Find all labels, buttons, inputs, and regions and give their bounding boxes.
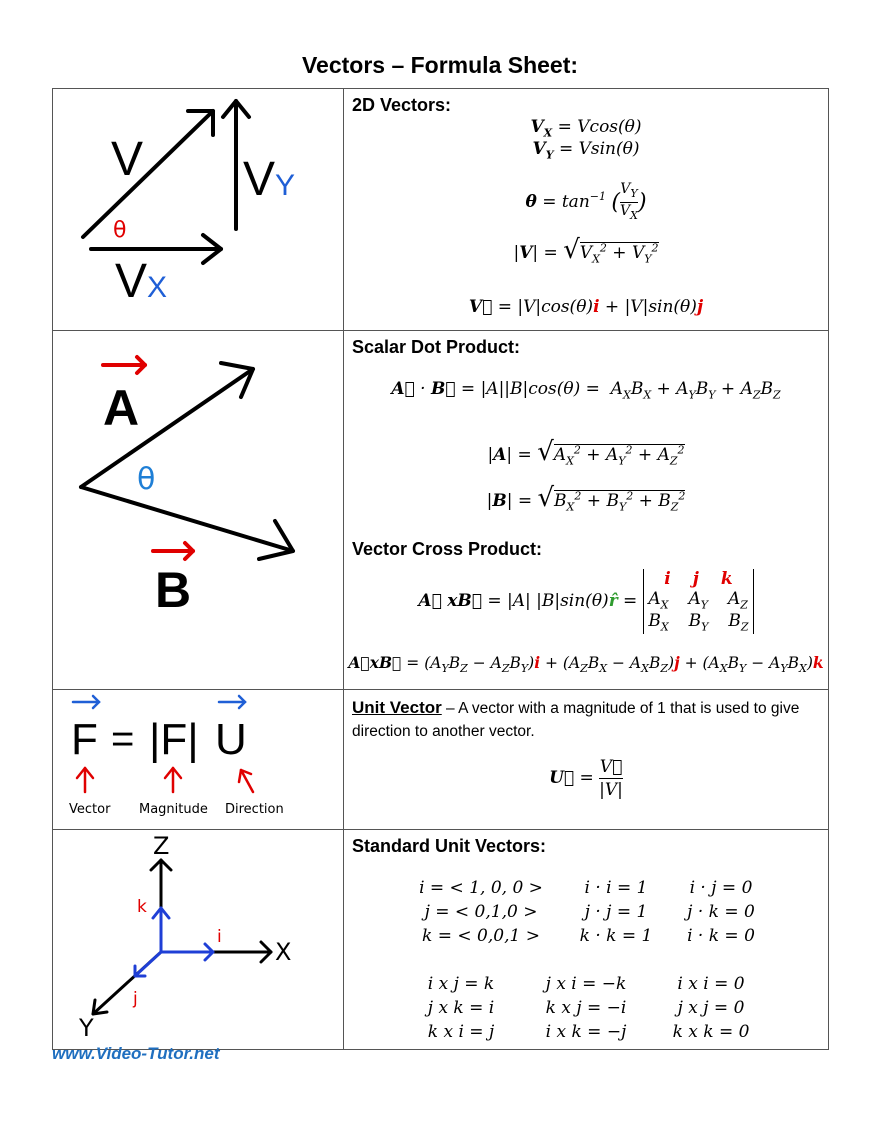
label-v: V: [111, 133, 143, 186]
row-2d-vectors: V VY θ VX 2D Vectors: VX = Vcos(θ) VY = …: [52, 88, 829, 331]
label-i: i: [217, 927, 222, 947]
label-vy: VY: [243, 153, 295, 206]
eq-vx: VX = Vcos(θ): [530, 117, 642, 140]
eq-cross-expanded: A⃗xB⃗ = (AYBZ − AZBY)i + (AZBX − AXBZ)j …: [348, 653, 824, 676]
heading-2d-vectors: 2D Vectors:: [352, 95, 452, 115]
axes-diagram: Z X Y k i j: [78, 832, 291, 1042]
heading-cross-product: Vector Cross Product:: [352, 539, 543, 559]
label-equals: =: [111, 717, 134, 761]
label-magnitude: |F|: [149, 715, 199, 764]
label-direction: Direction: [225, 802, 284, 817]
label-b: B: [155, 562, 191, 618]
label-theta-dot: θ: [137, 462, 155, 497]
diagram-standard-unit-vectors: Z X Y k i j: [52, 829, 344, 1050]
formulas-dot-cross: Scalar Dot Product: A⃗ · B⃗ = |A||B|cos(…: [343, 330, 829, 690]
vector-components-diagram: V VY θ VX: [81, 99, 295, 308]
label-vx: VX: [115, 255, 167, 308]
label-x-axis: X: [275, 938, 291, 966]
formulas-unit-vector: Unit Vector – A vector with a magnitude …: [343, 689, 829, 830]
diagram-unit-vector: F = |F| U Vector Magnitude Direction: [52, 689, 344, 830]
heading-dot-product: Scalar Dot Product:: [352, 337, 521, 357]
formula-table: V VY θ VX 2D Vectors: VX = Vcos(θ) VY = …: [52, 88, 829, 1050]
eq-magnitude-b: |B| = √BX2 + BY2 + BZ2: [486, 483, 686, 514]
dot-product-diagram: A θ B: [79, 355, 295, 618]
label-u: U: [215, 715, 247, 764]
label-theta: θ: [113, 218, 126, 243]
label-k: k: [137, 897, 147, 917]
unit-vector-desc: – A vector with a magnitude of 1 that is…: [352, 700, 800, 740]
formulas-standard-unit-vectors: Standard Unit Vectors: i = < 1, 0, 0 >i …: [343, 829, 829, 1050]
eq-v-unit-form: V⃗ = |V|cos(θ)i + |V|sin(θ)j: [468, 297, 704, 317]
diagram-dot-product: A θ B: [52, 330, 344, 690]
eq-magnitude-a: |A| = √AX2 + AY2 + AZ2: [487, 437, 685, 468]
row-unit-vector: F = |F| U Vector Magnitude Direction Uni…: [52, 689, 829, 830]
eq-vy: VY = Vsin(θ): [532, 139, 640, 162]
label-j: j: [132, 989, 138, 1009]
row-standard-unit-vectors: Z X Y k i j Standard Unit Vectors: i = <…: [52, 829, 829, 1050]
diagram-2d-vectors: V VY θ VX: [52, 88, 344, 331]
unit-vector-definition: Unit Vector – A vector with a magnitude …: [352, 696, 820, 743]
label-y-axis: Y: [78, 1014, 94, 1042]
unit-vector-diagram: F = |F| U Vector Magnitude Direction: [69, 694, 284, 817]
formulas-2d-vectors: 2D Vectors: VX = Vcos(θ) VY = Vsin(θ) θ …: [343, 88, 829, 331]
row-dot-cross: A θ B Scalar Dot Product: A⃗ · B⃗ = |A||…: [52, 330, 829, 690]
page-title: Vectors – Formula Sheet:: [301, 52, 579, 78]
eq-unit-vector: U⃗ = V⃗|V|: [549, 757, 623, 800]
eq-magnitude-v: |V| = √VX2 + VY2: [513, 235, 659, 266]
eq-dot-product: A⃗ · B⃗ = |A||B|cos(θ) = AXBX + AYBY + A…: [391, 379, 781, 402]
label-z-axis: Z: [153, 832, 169, 860]
label-vector: Vector: [69, 802, 111, 817]
label-f: F: [71, 715, 98, 764]
label-magnitude-word: Magnitude: [139, 802, 208, 817]
heading-unit-vector: Unit Vector: [352, 698, 442, 717]
heading-standard-unit-vectors: Standard Unit Vectors:: [352, 836, 547, 856]
footer-link[interactable]: www.Video-Tutor.net: [52, 1044, 220, 1063]
label-a: A: [103, 380, 139, 436]
